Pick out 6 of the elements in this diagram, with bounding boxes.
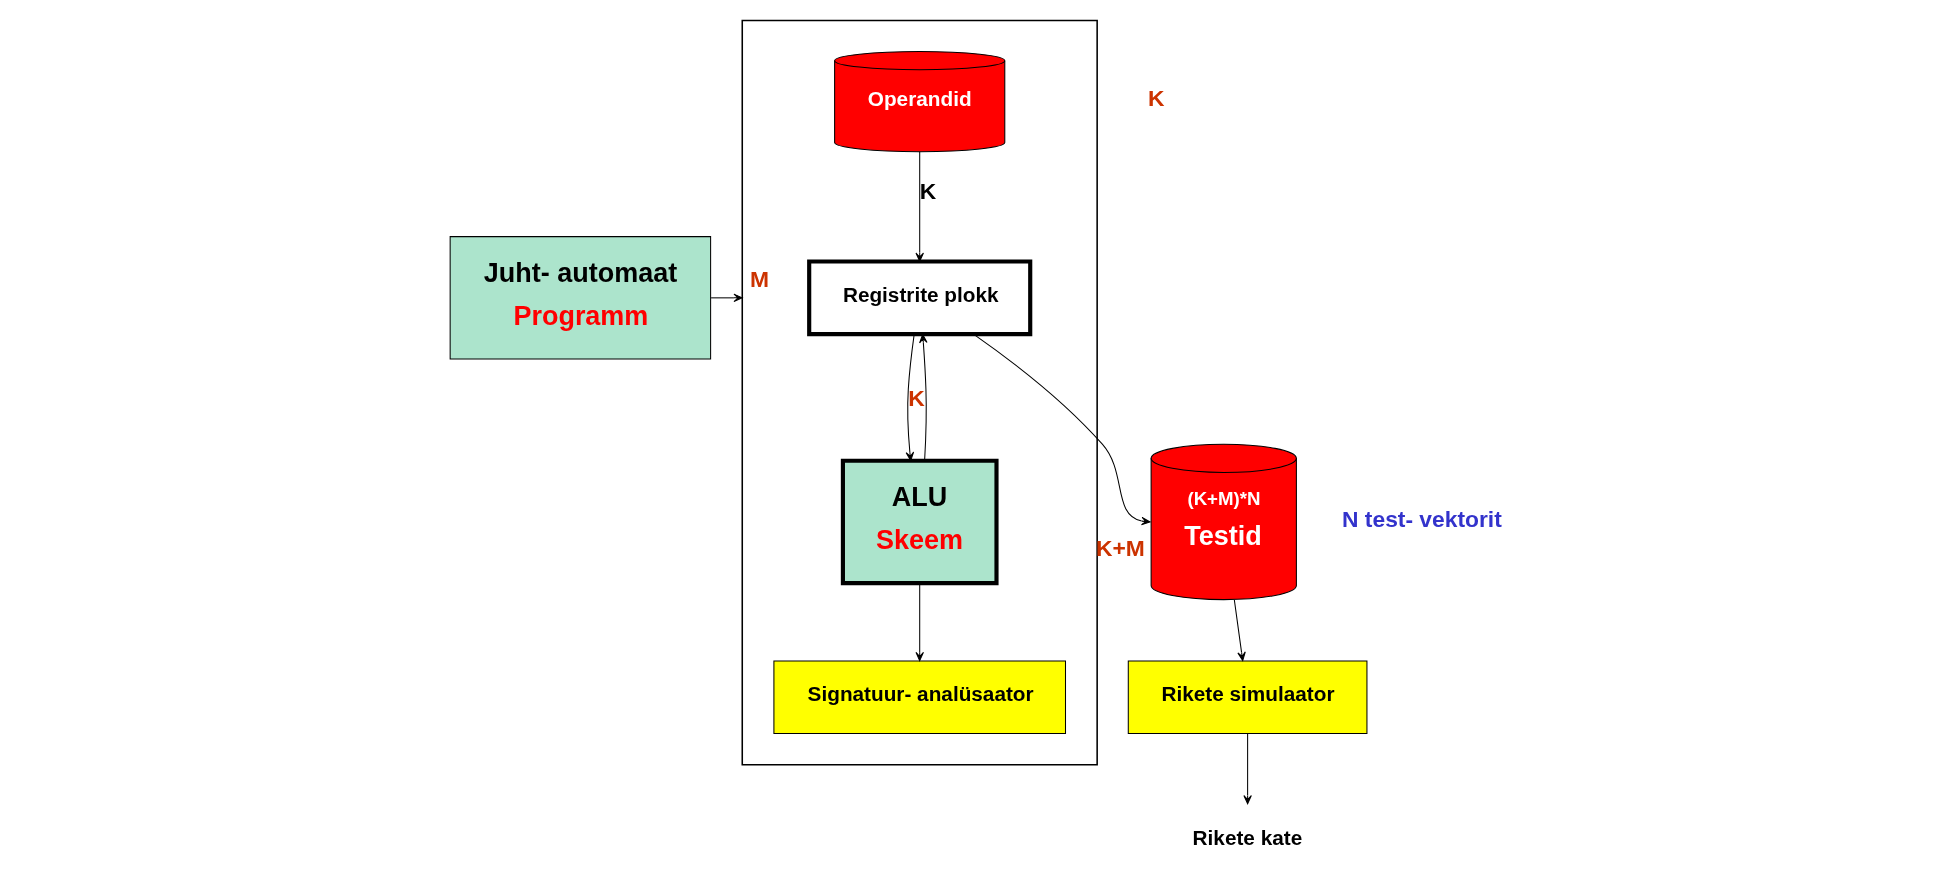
label: K xyxy=(1147,85,1164,112)
node-text: Rikete kate xyxy=(1192,825,1302,849)
edge-label: K xyxy=(907,385,925,412)
node-label: N test- vektorit xyxy=(1341,505,1502,532)
edge-label: M xyxy=(749,266,769,293)
edge-label: K xyxy=(919,177,936,204)
